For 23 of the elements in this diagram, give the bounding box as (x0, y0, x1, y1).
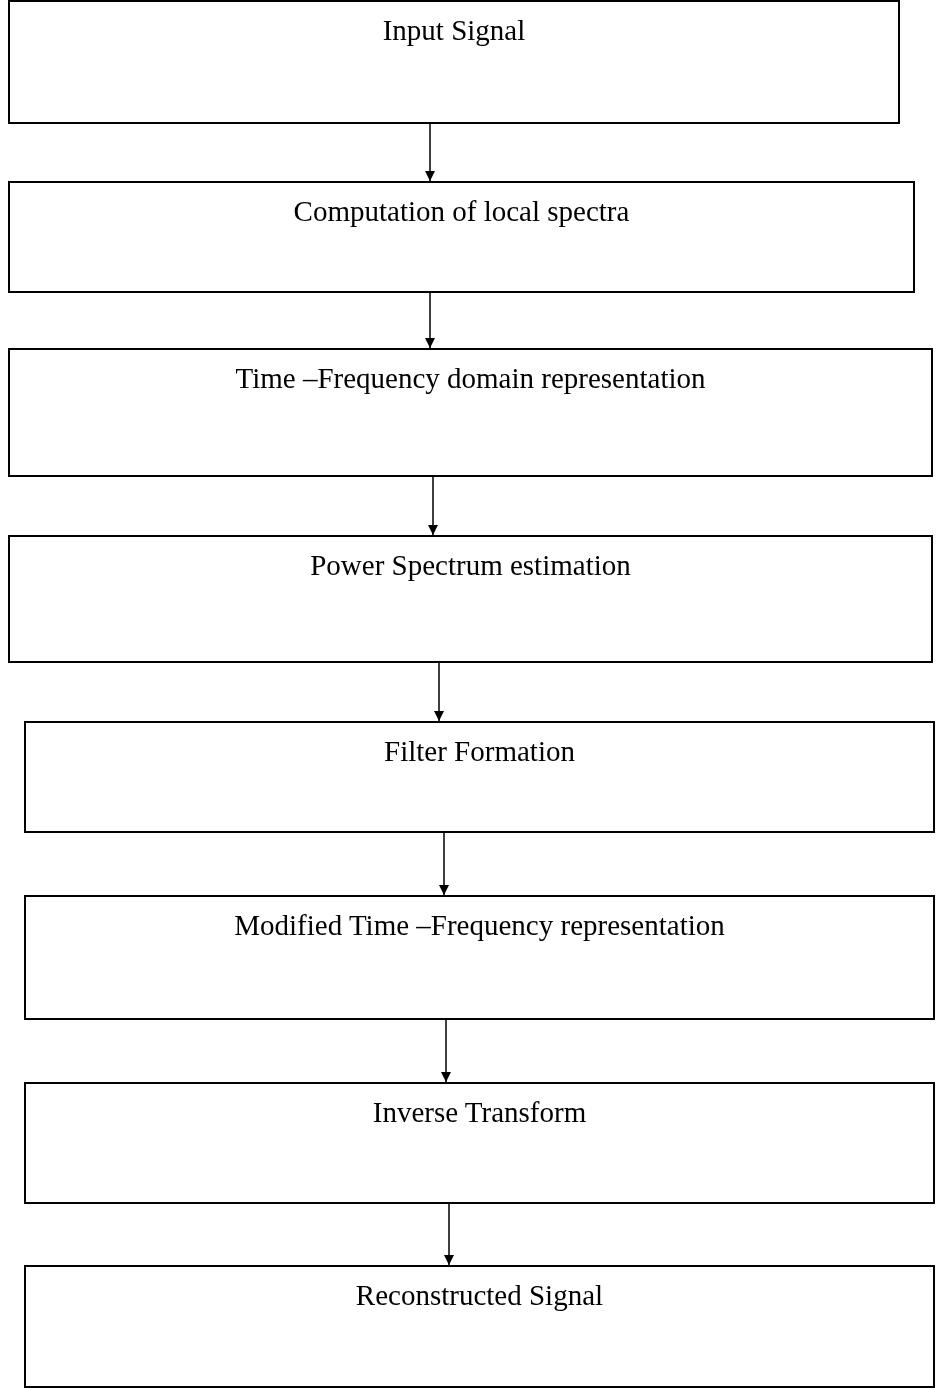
step-label: Inverse Transform (372, 1096, 587, 1129)
step-label: Input Signal (382, 14, 526, 47)
process-box (24, 1265, 935, 1388)
arrow (441, 1019, 451, 1083)
arrow (434, 662, 444, 722)
step-label: Filter Formation (384, 735, 575, 768)
arrow (439, 832, 449, 896)
step-label: Reconstructed Signal (355, 1279, 604, 1312)
process-box (8, 181, 915, 293)
arrow (425, 123, 435, 182)
step-label: Modified Time –Frequency representation (234, 909, 725, 942)
arrow (444, 1203, 454, 1266)
step-label: Power Spectrum estimation (310, 549, 631, 582)
arrow (428, 476, 438, 536)
step-label: Computation of local spectra (293, 195, 630, 228)
step-label: Time –Frequency domain representation (235, 362, 706, 395)
process-box (24, 1082, 935, 1204)
arrow (425, 292, 435, 349)
process-box (8, 535, 933, 663)
process-box (24, 721, 935, 833)
process-box (8, 0, 900, 124)
process-box (8, 348, 933, 477)
process-box (24, 895, 935, 1020)
